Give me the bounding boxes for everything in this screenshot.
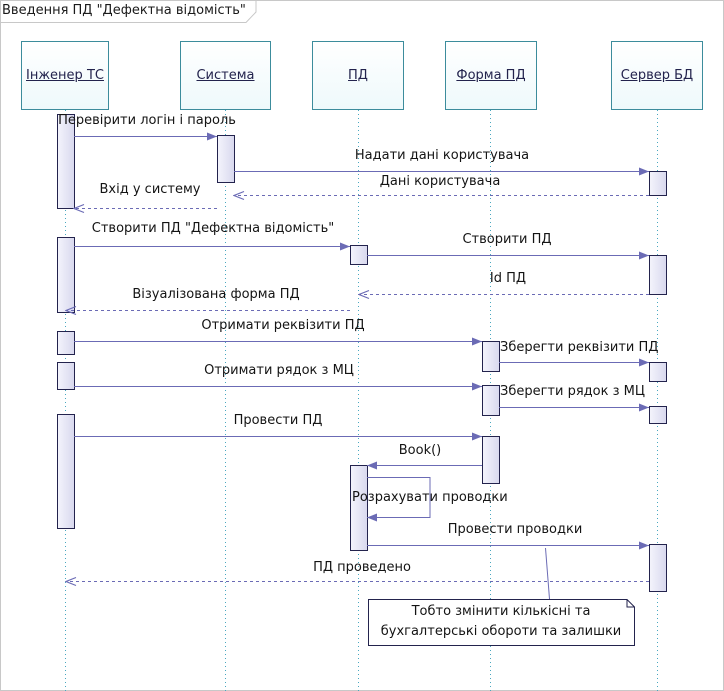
- message-m8-label: Візуалізована форма ПД: [132, 287, 300, 302]
- activation-engineer-5: [57, 414, 75, 529]
- frame-title-tab: [0, 0, 257, 23]
- activation-form-3: [482, 436, 500, 484]
- activation-form-2: [482, 385, 500, 416]
- message-m10-label: Зберегти реквізити ПД: [500, 340, 659, 355]
- message-m5-label: Створити ПД "Дефектна відомість": [91, 221, 335, 236]
- message-m6-label: Створити ПД: [462, 232, 552, 247]
- activation-db-2: [649, 255, 667, 295]
- activation-pd-2: [350, 465, 368, 551]
- lifeline-engineer[interactable]: Інженер ТС: [21, 41, 109, 110]
- message-m4-label: Вхід у систему: [99, 182, 201, 197]
- message-m9-label: Отримати реквізити ПД: [201, 318, 365, 333]
- note: Тобто змінити кількісні та бухгалтерські…: [368, 599, 634, 645]
- activation-bars: [57, 114, 667, 592]
- activation-engineer-4: [57, 362, 75, 390]
- activation-engineer-1: [57, 114, 75, 209]
- message-m16-label: Провести проводки: [447, 522, 583, 537]
- activation-db-3: [649, 362, 667, 382]
- activation-db-5: [649, 544, 667, 592]
- lifeline-system[interactable]: Система: [180, 41, 271, 110]
- note-shape: [368, 599, 635, 646]
- lifeline-system-label: Система: [196, 68, 255, 83]
- lifeline-db[interactable]: Сервер БД: [611, 41, 703, 110]
- message-m7-label: Id ПД: [489, 271, 527, 286]
- lifeline-engineer-label: Інженер ТС: [26, 68, 104, 83]
- message-m3-label: Дані користувача: [379, 174, 501, 189]
- message-m1-label: Перевірити логін і пароль: [58, 113, 236, 128]
- note-text: Тобто змінити кількісні та бухгалтерські…: [381, 602, 622, 642]
- message-m17-label: ПД проведено: [313, 560, 411, 575]
- activation-form-1: [482, 341, 500, 372]
- activation-system-1: [217, 135, 235, 183]
- lifeline-form[interactable]: Форма ПД: [445, 41, 537, 110]
- lifeline-pd[interactable]: ПД: [312, 41, 404, 110]
- message-m15-line: [367, 477, 431, 522]
- activation-engineer-3: [57, 331, 75, 355]
- message-m15-label: Розрахувати проводки: [352, 490, 508, 505]
- frame-title: Введення ПД "Дефектна відомість": [2, 3, 246, 18]
- message-m14-label: Book(): [398, 443, 442, 458]
- activation-pd-1: [350, 245, 368, 265]
- lifeline-pd-label: ПД: [348, 68, 368, 83]
- note-line-1: Тобто змінити кількісні та: [411, 604, 591, 619]
- message-m12-label: Зберегти рядок з МЦ: [500, 384, 645, 399]
- message-m11-label: Отримати рядок з МЦ: [204, 363, 354, 378]
- lifeline-form-label: Форма ПД: [456, 68, 526, 83]
- message-m2-label: Надати дані користувача: [354, 148, 530, 163]
- activation-db-4: [649, 406, 667, 424]
- note-anchor-line: [545, 547, 550, 600]
- lifeline-db-label: Сервер БД: [620, 68, 694, 83]
- activation-db-1: [649, 171, 667, 196]
- note-fold: [626, 599, 635, 608]
- note-line-2: бухгалтерські обороти та залишки: [380, 624, 622, 639]
- activation-engineer-2: [57, 237, 75, 313]
- message-m13-label: Провести ПД: [233, 413, 323, 428]
